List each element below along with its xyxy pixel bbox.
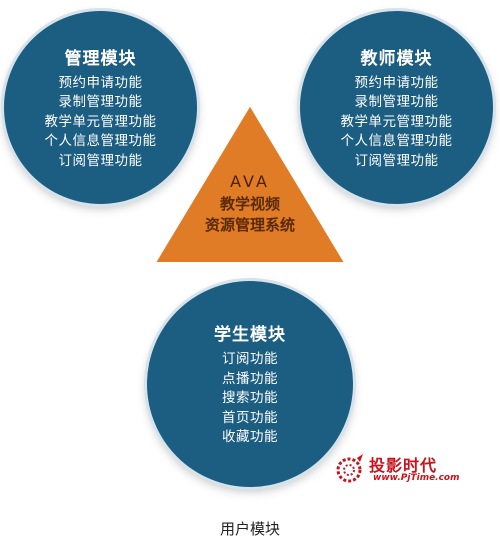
management-module-circle: 管理模块 预约申请功能 录制管理功能 教学单元管理功能 个人信息管理功能 订阅管… <box>4 11 197 204</box>
teacher-module-circle: 教师模块 预约申请功能 录制管理功能 教学单元管理功能 个人信息管理功能 订阅管… <box>300 11 493 204</box>
management-module-title: 管理模块 <box>64 48 137 69</box>
teacher-module-title: 教师模块 <box>360 48 433 69</box>
teacher-item: 教学单元管理功能 <box>340 113 453 130</box>
student-module-circle: 学生模块 订阅功能 点播功能 搜索功能 首页功能 收藏功能 <box>147 281 353 487</box>
management-item: 录制管理功能 <box>58 94 143 111</box>
teacher-item: 预约申请功能 <box>354 74 439 91</box>
student-item: 订阅功能 <box>222 351 278 368</box>
center-system-name-line2: 资源管理系统 <box>204 216 295 234</box>
figure-caption: 用户模块 <box>219 520 280 538</box>
center-system-name-line1: 教学视频 <box>219 195 280 213</box>
student-item: 首页功能 <box>222 409 278 426</box>
student-item: 点播功能 <box>222 370 278 387</box>
teacher-item: 个人信息管理功能 <box>340 133 453 150</box>
management-item: 预约申请功能 <box>58 74 143 91</box>
teacher-item: 订阅管理功能 <box>354 152 439 169</box>
management-item: 教学单元管理功能 <box>44 113 157 130</box>
logo-text: 投影时代 <box>369 456 438 475</box>
management-item: 个人信息管理功能 <box>44 133 157 150</box>
management-item: 订阅管理功能 <box>58 152 143 169</box>
student-item: 收藏功能 <box>222 429 278 446</box>
logo-url: www.PjTime.com <box>373 473 460 483</box>
student-module-title: 学生模块 <box>214 325 286 346</box>
teacher-item: 录制管理功能 <box>354 94 439 111</box>
center-system-abbrev: AVA <box>230 172 270 191</box>
pjtime-logo-icon <box>336 454 363 483</box>
student-item: 搜索功能 <box>222 390 278 407</box>
